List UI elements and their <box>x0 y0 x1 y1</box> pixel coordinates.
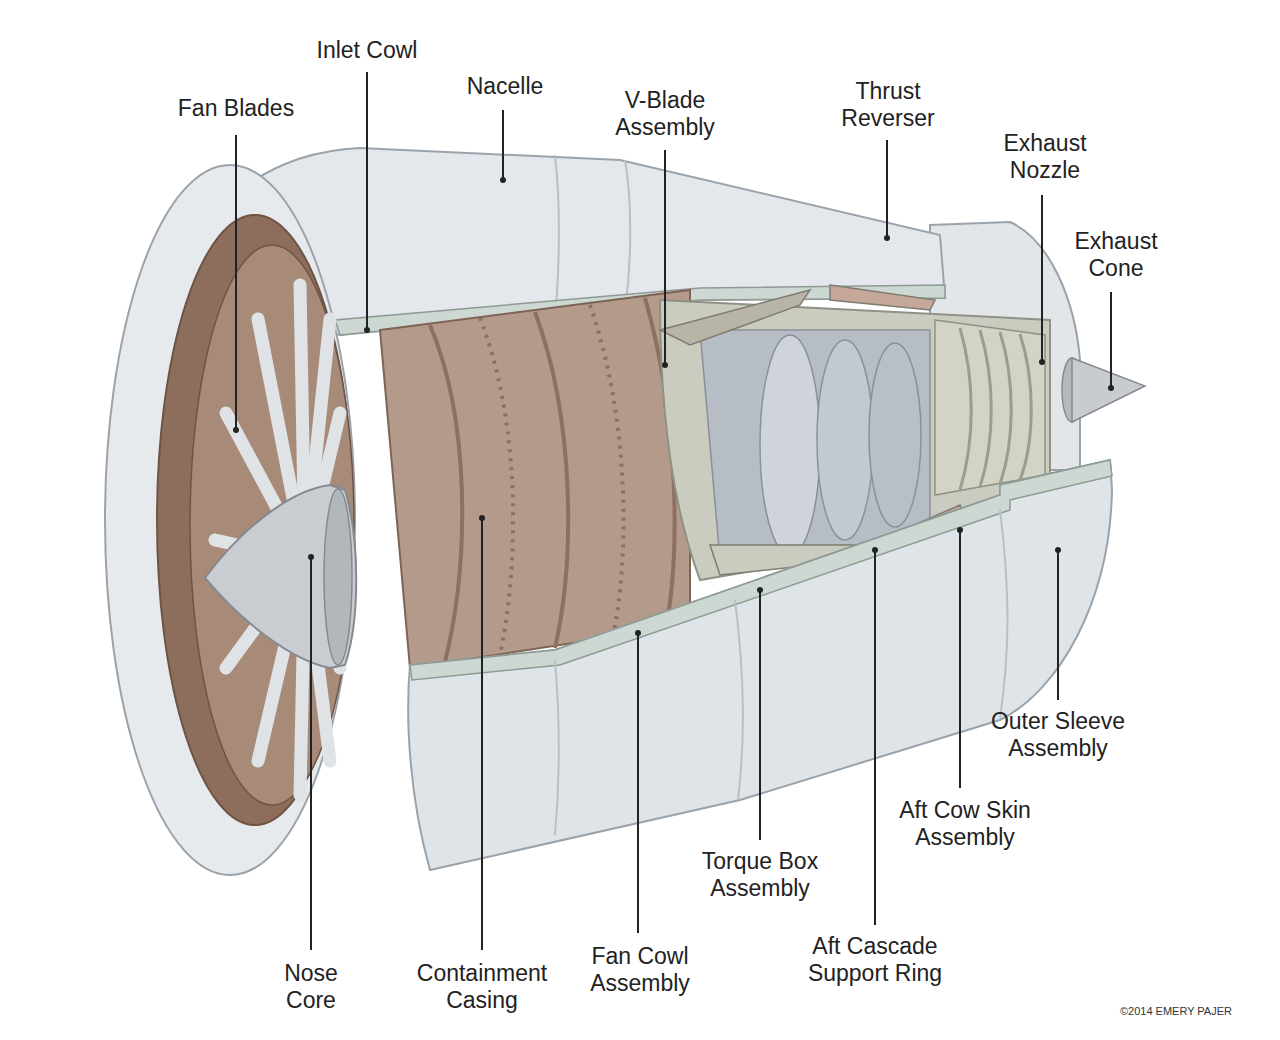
part-label: Exhaust Nozzle <box>990 130 1100 184</box>
part-label: V-Blade Assembly <box>600 87 730 141</box>
copyright-note: ©2014 EMERY PAJER <box>1120 1005 1232 1018</box>
part-label: Outer Sleeve Assembly <box>973 708 1143 762</box>
part-label: Nose Core <box>271 960 351 1014</box>
part-label: Torque Box Assembly <box>680 848 840 902</box>
leader-lines <box>236 72 1111 950</box>
part-label: Nacelle <box>467 73 544 100</box>
part-label: Aft Cascade Support Ring <box>790 933 960 987</box>
part-label: Fan Cowl Assembly <box>575 943 705 997</box>
part-label: Fan Blades <box>178 95 294 122</box>
part-label: Thrust Reverser <box>828 78 948 132</box>
part-label: Containment Casing <box>402 960 562 1014</box>
part-label: Aft Cow Skin Assembly <box>885 797 1045 851</box>
part-label: Inlet Cowl <box>317 37 418 64</box>
part-label: Exhaust Cone <box>1061 228 1171 282</box>
